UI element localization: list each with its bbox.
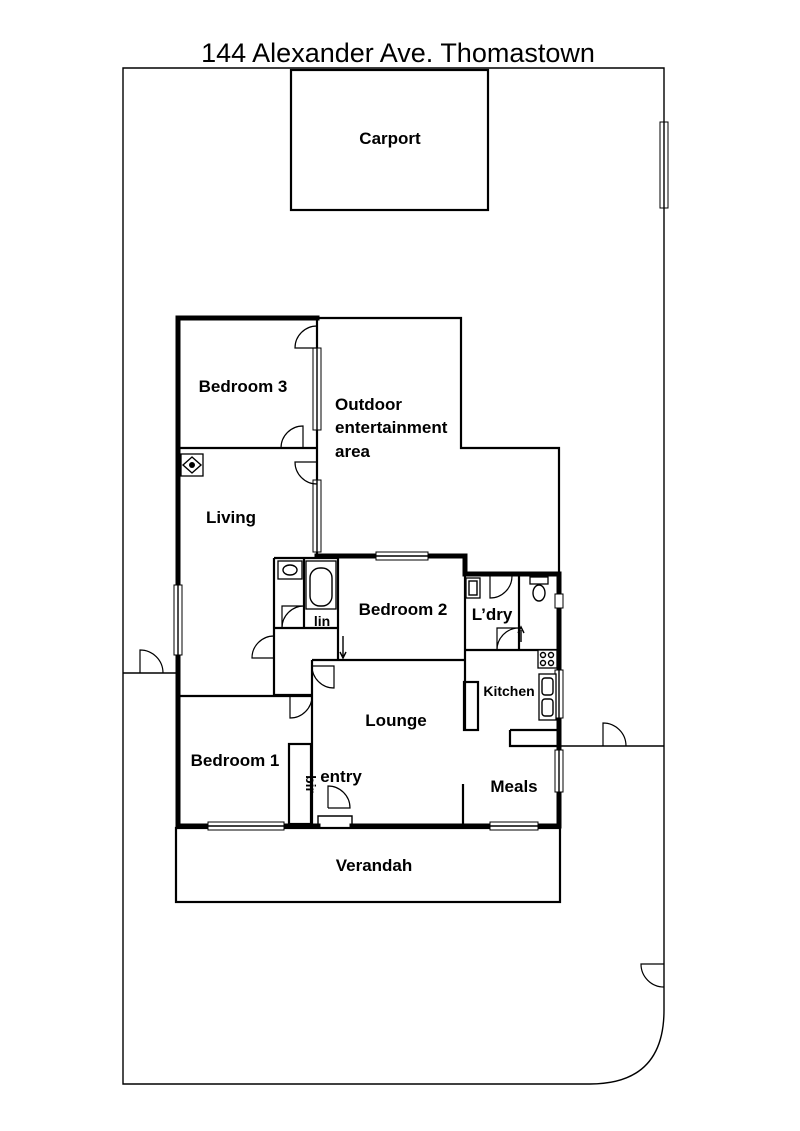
internal-walls (178, 318, 559, 826)
room-label-living: Living (206, 508, 256, 527)
door-swings (251, 325, 520, 809)
room-label-bedroom-3: Bedroom 3 (199, 377, 288, 396)
room-label-bedroom-2: Bedroom 2 (359, 600, 448, 619)
room-label-entry: entry (320, 767, 362, 786)
fixtures (180, 453, 558, 721)
room-label-bedroom-1: Bedroom 1 (191, 751, 280, 770)
room-label-kitchen: Kitchen (483, 683, 534, 699)
plan-title: 144 Alexander Ave. Thomastown (201, 38, 595, 68)
room-label-bir: bir (303, 775, 319, 793)
sink-icon (538, 673, 557, 721)
room-label-meals: Meals (490, 777, 537, 796)
carport-outline (289, 68, 490, 212)
room-label-outdoor-line3: area (335, 442, 371, 461)
bottom-right-gate-door (640, 963, 665, 988)
room-label-lin: lin (314, 613, 330, 629)
room-label-outdoor-line2: entertainment (335, 418, 448, 437)
toilet-icon (529, 576, 549, 585)
room-label-verandah: Verandah (336, 856, 413, 875)
room-label-lounge: Lounge (365, 711, 426, 730)
windows (173, 347, 564, 831)
site-boundary (122, 67, 665, 1085)
right-gate-door (602, 722, 627, 747)
left-gate-door (139, 649, 164, 674)
room-label-outdoor-line1: Outdoor (335, 395, 402, 414)
outdoor-area-outline (317, 316, 561, 574)
verandah-outline (174, 826, 562, 904)
basin-icon (277, 560, 303, 580)
stove-icon (537, 649, 558, 669)
room-label-carport: Carport (359, 129, 421, 148)
room-label-laundry: L’dry (472, 605, 513, 624)
entry-step (317, 815, 353, 826)
